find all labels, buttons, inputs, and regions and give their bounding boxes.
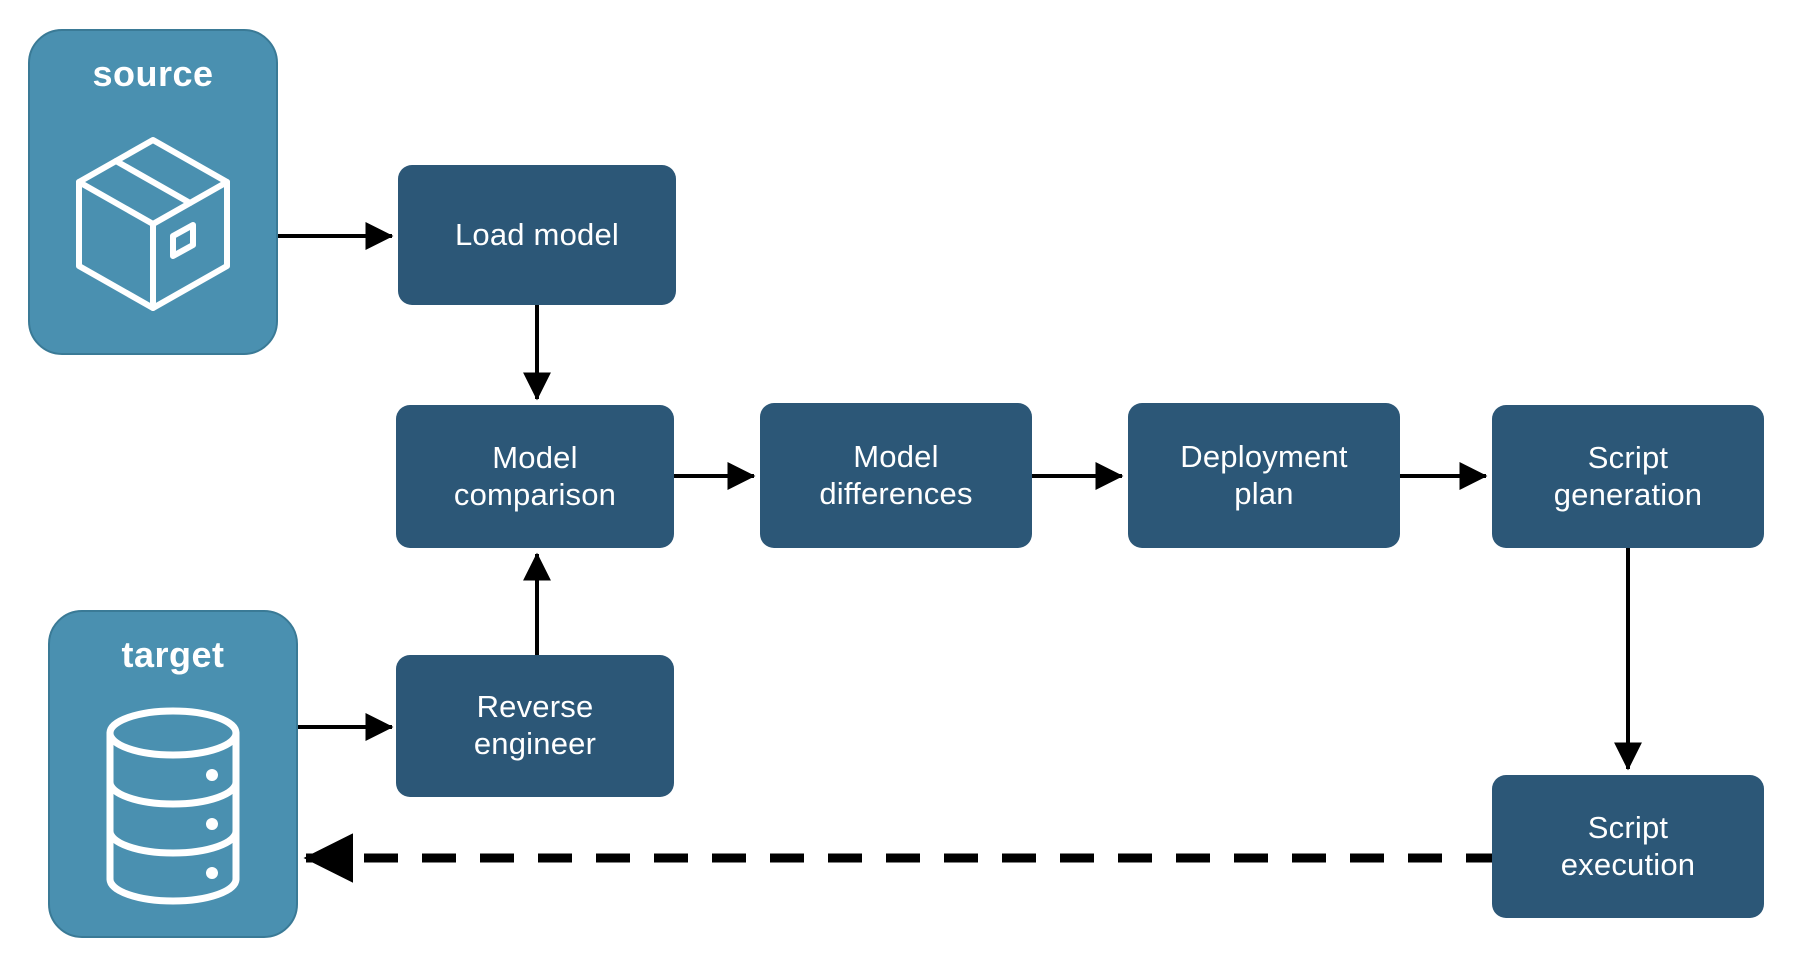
- process-model-comparison-label: Model comparison: [453, 439, 617, 512]
- process-model-differences[interactable]: Model differences: [760, 403, 1032, 548]
- process-model-differences-label: Model differences: [819, 438, 973, 511]
- process-reverse-engineer-label: Reverse engineer: [473, 689, 597, 761]
- process-script-generation[interactable]: Script generation: [1492, 405, 1764, 548]
- process-script-execution[interactable]: Script execution: [1492, 775, 1764, 918]
- endpoint-target-label: target: [121, 634, 225, 675]
- process-model-comparison[interactable]: Model comparison: [396, 405, 674, 548]
- endpoint-source-label: source: [92, 53, 214, 94]
- process-load-model-label: Load model: [454, 216, 619, 252]
- process-deployment-plan-label: Deployment plan: [1180, 438, 1348, 511]
- endpoint-source[interactable]: source: [28, 29, 278, 355]
- database-cylinder-icon: [50, 676, 296, 936]
- package-box-icon: [30, 95, 276, 353]
- process-script-execution-label: Script execution: [1560, 809, 1696, 882]
- process-script-generation-label: Script generation: [1553, 439, 1703, 512]
- process-load-model[interactable]: Load model: [398, 165, 676, 305]
- process-reverse-engineer[interactable]: Reverse engineer: [396, 655, 674, 797]
- process-deployment-plan[interactable]: Deployment plan: [1128, 403, 1400, 548]
- endpoint-target[interactable]: target: [48, 610, 298, 938]
